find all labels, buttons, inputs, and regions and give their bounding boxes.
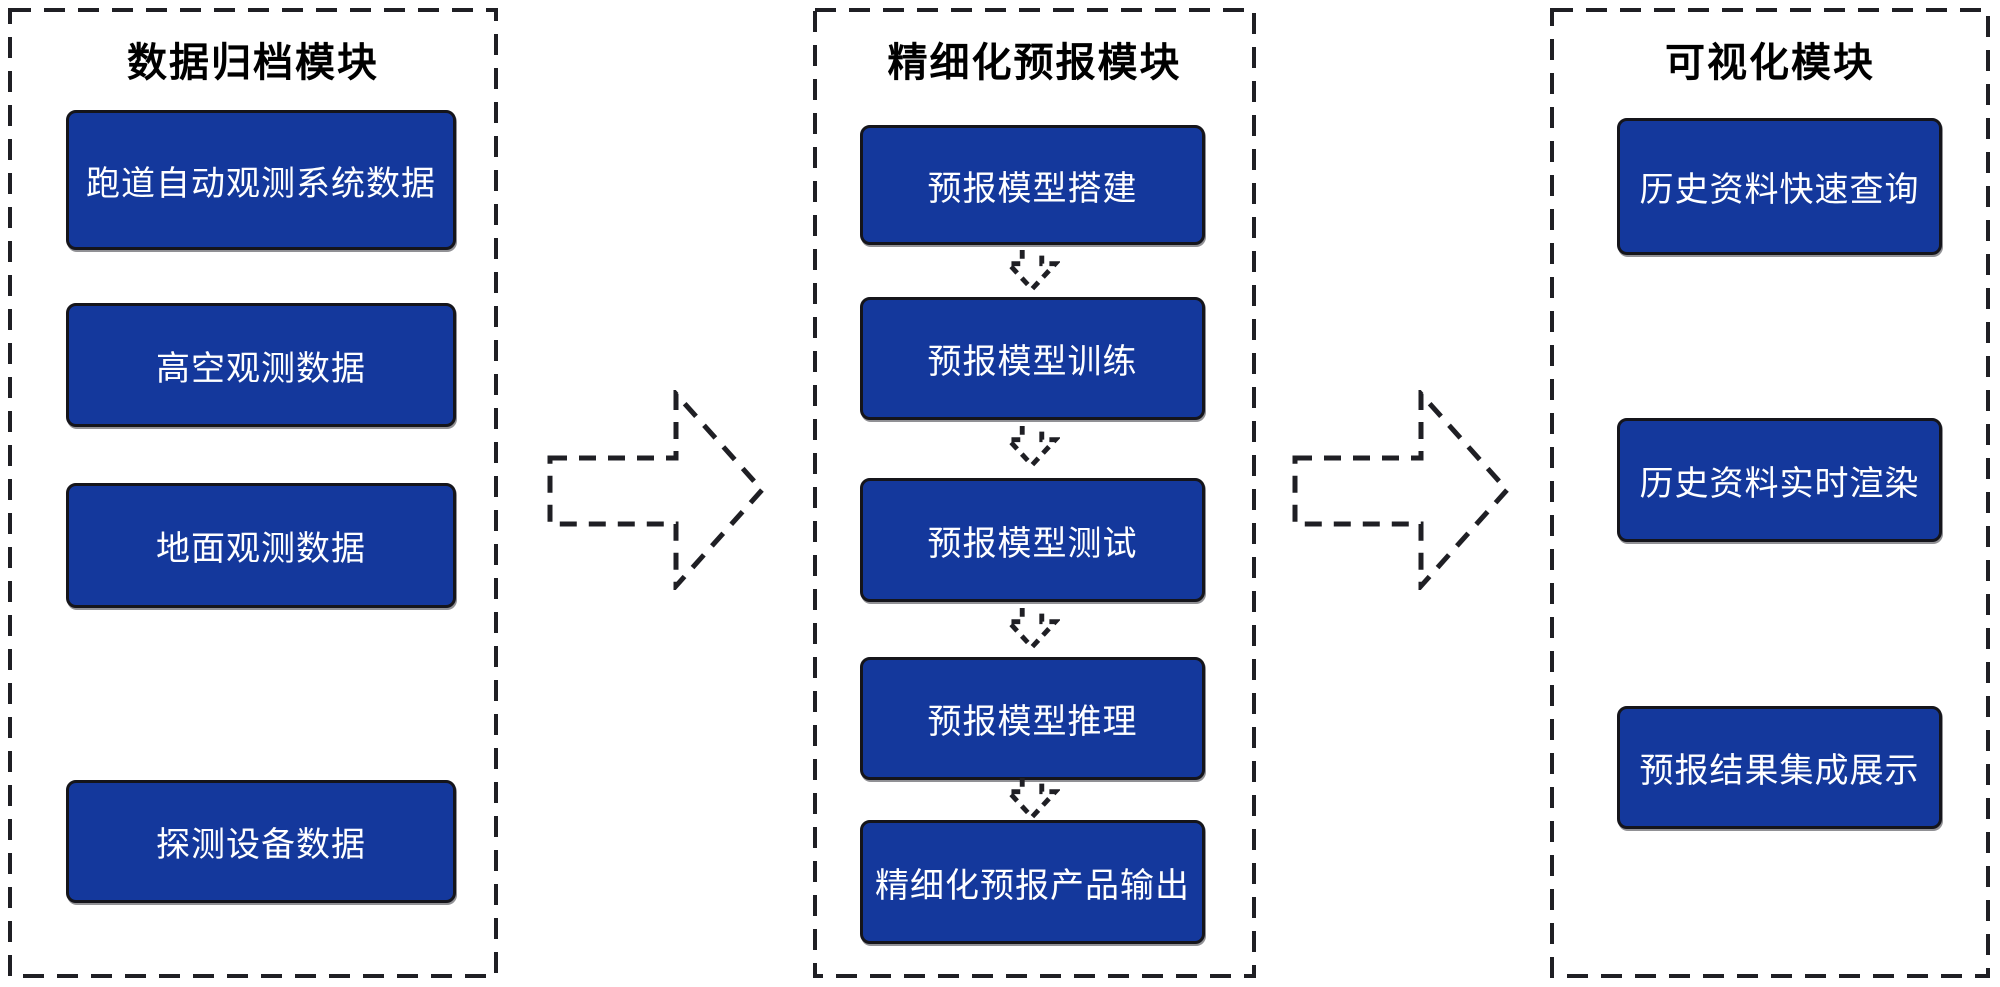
node-label: 预报结果集成展示 — [1639, 752, 1920, 790]
node-label: 预报模型测试 — [927, 524, 1138, 563]
node-model-test: 预报模型测试 — [860, 478, 1205, 602]
node-upper-air-obs-data: 高空观测数据 — [66, 303, 456, 427]
module-title: 可视化模块 — [1665, 41, 1875, 85]
dashed-down-block-arrow-icon — [1004, 777, 1060, 821]
dashed-right-block-arrow-icon — [547, 390, 766, 590]
node-model-inference: 预报模型推理 — [860, 657, 1205, 780]
node-refined-product-output: 精细化预报产品输出 — [860, 820, 1205, 944]
node-label: 地面观测数据 — [156, 530, 366, 568]
node-label: 历史资料快速查询 — [1639, 171, 1920, 209]
dashed-down-block-arrow-icon — [1004, 607, 1060, 651]
node-model-train: 预报模型训练 — [860, 297, 1205, 420]
dashed-down-block-arrow-icon — [1004, 425, 1060, 469]
node-forecast-integrated-display: 预报结果集成展示 — [1617, 706, 1942, 829]
module-title: 精细化预报模块 — [887, 41, 1182, 85]
node-label: 探测设备数据 — [156, 826, 366, 864]
node-runway-auto-obs-data: 跑道自动观测系统数据 — [66, 110, 456, 250]
module-visualization: 可视化模块 历史资料快速查询 历史资料实时渲染 预报结果集成展示 — [1550, 8, 1990, 978]
node-history-quick-query: 历史资料快速查询 — [1617, 118, 1942, 255]
node-label: 高空观测数据 — [156, 349, 366, 388]
node-detection-device-data: 探测设备数据 — [66, 780, 456, 903]
node-label: 精细化预报产品输出 — [875, 866, 1190, 905]
node-surface-obs-data: 地面观测数据 — [66, 483, 456, 608]
module-data-archive: 数据归档模块 跑道自动观测系统数据 高空观测数据 地面观测数据 探测设备数据 — [8, 8, 498, 978]
node-history-realtime-render: 历史资料实时渲染 — [1617, 418, 1942, 542]
dashed-down-block-arrow-icon — [1004, 249, 1060, 293]
node-model-build: 预报模型搭建 — [860, 125, 1205, 245]
node-label: 预报模型搭建 — [927, 169, 1138, 208]
node-label: 预报模型训练 — [927, 343, 1138, 381]
module-refined-forecast: 精细化预报模块 预报模型搭建 预报模型训练 预报模型测试 预报模型推理 精细化预… — [813, 8, 1256, 978]
node-label: 历史资料实时渲染 — [1639, 464, 1920, 503]
node-label: 跑道自动观测系统数据 — [86, 164, 436, 203]
dashed-right-block-arrow-icon — [1292, 390, 1511, 590]
node-label: 预报模型推理 — [927, 703, 1138, 741]
module-title: 数据归档模块 — [127, 41, 379, 85]
